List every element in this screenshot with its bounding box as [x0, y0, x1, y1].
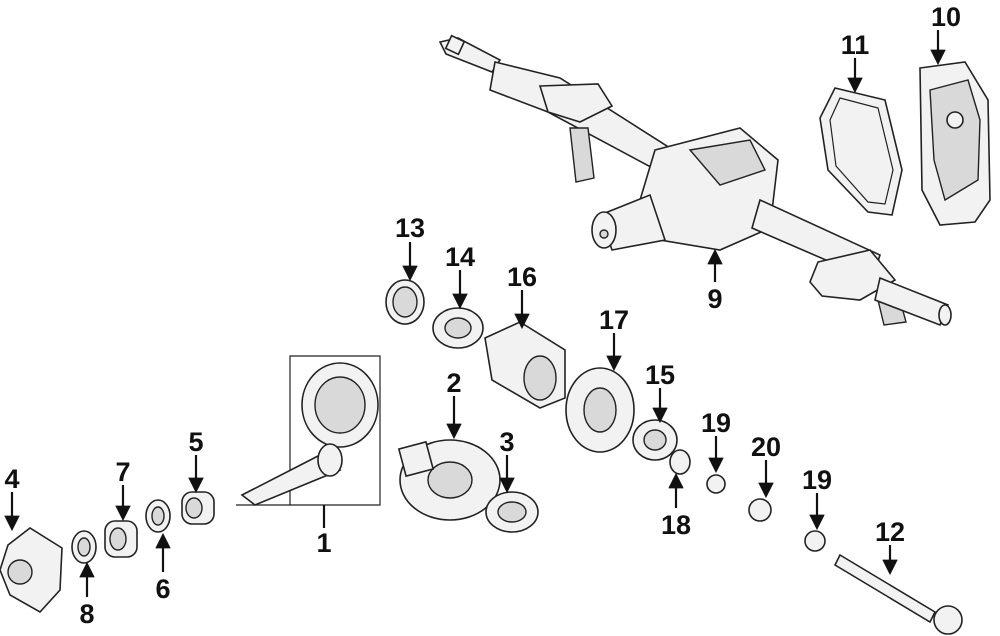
adjuster-nut: [706, 474, 726, 494]
callout-14: 14: [445, 242, 475, 272]
pinion-flange: [0, 527, 63, 614]
locker-plate: [565, 367, 635, 453]
pinion-spacer: [145, 499, 171, 533]
callout-13: 13: [395, 213, 425, 243]
cover-gasket: [819, 87, 903, 216]
leader-arrows: [4, 30, 946, 597]
adjuster-lock: [748, 498, 772, 522]
callout-20: 20: [751, 432, 781, 462]
differential-cover: [919, 61, 991, 226]
pinion-seal: [104, 520, 138, 558]
carrier-bearing: [485, 491, 539, 533]
callout-labels: 10 11 9 13 14 16 17 15 2 3 1 5 7 6 8 4 1…: [4, 2, 961, 629]
thrust-washer: [669, 449, 691, 475]
callout-1: 1: [316, 528, 331, 558]
pinion-bearing: [181, 491, 215, 525]
bearing-race: [385, 279, 425, 325]
callout-11: 11: [841, 30, 870, 60]
callout-15: 15: [645, 360, 675, 390]
callout-8: 8: [79, 599, 94, 629]
callout-10: 10: [931, 2, 961, 32]
side-bearing: [432, 307, 484, 349]
differential-locker: [484, 321, 566, 409]
callout-19-upper: 19: [701, 408, 731, 438]
axle-housing-assembly: [438, 34, 952, 327]
callout-3: 3: [499, 427, 514, 457]
adjuster-nut-2: [804, 530, 826, 552]
callout-2: 2: [446, 368, 461, 398]
axle-shaft: [833, 553, 963, 635]
callout-4: 4: [4, 464, 19, 494]
callout-9: 9: [707, 284, 722, 314]
callout-18: 18: [661, 510, 691, 540]
callout-19-lower: 19: [802, 465, 832, 495]
callout-7: 7: [115, 457, 130, 487]
ring-and-pinion-gear-set: [236, 355, 381, 506]
callout-6: 6: [155, 574, 170, 604]
differential-case: [397, 439, 501, 521]
callout-16: 16: [507, 262, 537, 292]
pinion-washer: [71, 530, 97, 564]
callout-5: 5: [188, 427, 203, 457]
callout-17: 17: [599, 305, 629, 335]
side-bearing-2: [632, 419, 678, 461]
callout-12: 12: [875, 517, 905, 547]
